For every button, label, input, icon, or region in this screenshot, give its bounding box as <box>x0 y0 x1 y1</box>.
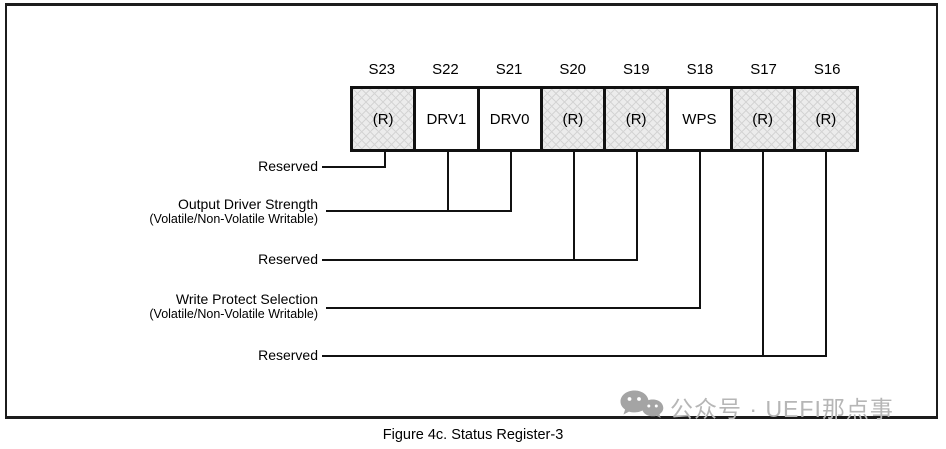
register-cell-value: (R) <box>562 110 584 128</box>
register-cell: DRV1 <box>416 89 480 149</box>
status-register-row: (R) DRV1 DRV0 (R) (R) WPS (R) (R) <box>350 86 859 152</box>
annotation-output-driver-strength: Output Driver Strength (Volatile/Non-Vol… <box>40 196 318 226</box>
connector-line <box>322 166 386 168</box>
connector-line <box>699 152 701 309</box>
bit-label: S23 <box>368 61 396 78</box>
register-cell-value: DRV1 <box>426 110 467 128</box>
bit-label: S19 <box>622 61 650 78</box>
bit-label: S22 <box>432 61 459 78</box>
connector-line <box>636 152 638 261</box>
connector-line <box>322 355 827 357</box>
register-cell-value: (R) <box>625 110 647 128</box>
bit-label: S18 <box>686 61 714 78</box>
register-cell: (R) <box>795 89 856 149</box>
annotation-write-protect-selection: Write Protect Selection (Volatile/Non-Vo… <box>40 291 318 321</box>
watermark-text: 公众号 · UEFI那点事 <box>670 396 894 422</box>
connector-line <box>326 210 512 212</box>
connector-line <box>762 152 764 357</box>
register-cell-value: (R) <box>815 110 837 128</box>
register-cell: DRV0 <box>479 89 543 149</box>
bit-label: S20 <box>559 61 587 78</box>
connector-line <box>384 152 386 168</box>
connector-line <box>510 152 512 212</box>
connector-line <box>825 152 827 357</box>
bit-label: S16 <box>813 61 841 78</box>
annotation-label: Write Protect Selection <box>175 291 318 307</box>
register-cell-value: DRV0 <box>489 110 530 128</box>
annotation-reserved-s20-s19: Reserved <box>40 251 318 267</box>
register-cell: (R) <box>353 89 417 149</box>
annotation-reserved-s23: Reserved <box>40 158 318 174</box>
bit-label: S21 <box>495 61 523 78</box>
register-cell: WPS <box>669 89 733 149</box>
annotation-label: Reserved <box>258 251 318 267</box>
bit-label: S17 <box>750 61 777 78</box>
connector-line <box>573 152 575 261</box>
annotation-label: Reserved <box>258 158 318 174</box>
annotation-label: Reserved <box>258 347 318 363</box>
bit-number-row: S23 S22 S21 S20 S19 S18 S17 S16 <box>350 61 859 79</box>
annotation-sublabel: (Volatile/Non-Volatile Writable) <box>149 307 318 321</box>
register-cell: (R) <box>542 89 606 149</box>
register-cell-value: WPS <box>682 110 717 128</box>
annotation-label: Output Driver Strength <box>177 196 318 212</box>
connector-line <box>447 152 449 212</box>
register-cell-value: (R) <box>752 110 774 128</box>
watermark: 公众号 · UEFI那点事 <box>618 389 894 425</box>
annotation-sublabel: (Volatile/Non-Volatile Writable) <box>149 212 318 226</box>
register-cell: (R) <box>732 89 796 149</box>
annotation-reserved-s17-s16: Reserved <box>40 347 318 363</box>
wechat-icon <box>618 389 664 425</box>
register-cell-value: (R) <box>372 110 394 128</box>
register-cell: (R) <box>606 89 670 149</box>
figure-caption: Figure 4c. Status Register-3 <box>382 427 564 443</box>
connector-line <box>326 307 701 309</box>
connector-line <box>322 259 638 261</box>
